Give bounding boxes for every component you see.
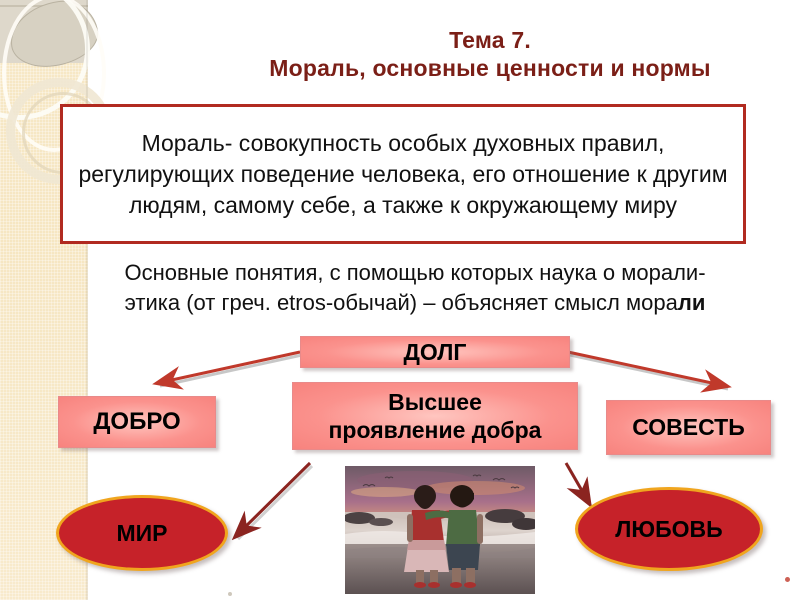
corner-accent-dot xyxy=(785,577,790,582)
definition-text: Мораль- совокупность особых духовных пра… xyxy=(78,129,728,218)
concept-box-center-line-2: проявление добра xyxy=(328,417,542,443)
concept-box-dolg-label: ДОЛГ xyxy=(403,338,467,365)
concept-ellipse-mir[interactable]: МИР xyxy=(56,495,228,571)
slide-title-line-1: Тема 7. xyxy=(449,27,531,53)
concept-box-highest-manifestation[interactable]: Высшее проявление добра xyxy=(292,382,578,450)
corner-accent-dot-secondary xyxy=(228,592,232,596)
intro-line-1: Основные понятия, с помощью которых наук… xyxy=(124,260,706,285)
intro-line-2: этика (от греч. etros-обычай) – объясняе… xyxy=(124,290,678,315)
slide-title: Тема 7. Мораль, основные ценности и норм… xyxy=(200,26,780,82)
concept-ellipse-mir-label: МИР xyxy=(116,519,168,546)
concept-box-dolg[interactable]: ДОЛГ xyxy=(300,336,570,368)
concept-box-sovest-label: СОВЕСТЬ xyxy=(632,414,745,440)
band-top-rule xyxy=(0,5,88,7)
arrow-center-to-lubov xyxy=(564,462,592,509)
concept-box-center-line-1: Высшее xyxy=(388,389,482,415)
intro-line-2-bold-tail: ли xyxy=(677,290,706,315)
concept-box-dobro-label: ДОБРО xyxy=(93,408,181,435)
concept-ellipse-lubov-label: ЛЮБОВЬ xyxy=(615,515,723,542)
intro-paragraph: Основные понятия, с помощью которых наук… xyxy=(50,258,780,318)
band-top-shade xyxy=(0,0,88,63)
arrow-dolg-to-dobro xyxy=(152,350,301,390)
concept-ellipse-lubov[interactable]: ЛЮБОВЬ xyxy=(575,487,763,571)
arrow-dolg-to-sovest xyxy=(567,350,732,393)
photo-two-children-on-beach xyxy=(345,466,535,594)
concept-box-dobro[interactable]: ДОБРО xyxy=(58,396,216,448)
definition-box: Мораль- совокупность особых духовных пра… xyxy=(60,104,746,244)
concept-box-center-label: Высшее проявление добра xyxy=(329,388,542,444)
arrow-center-to-mir xyxy=(231,461,312,541)
slide-title-line-2: Мораль, основные ценности и нормы xyxy=(269,55,711,81)
band-edge-shadow xyxy=(86,0,88,600)
decorative-left-band xyxy=(0,0,112,600)
concept-box-sovest[interactable]: СОВЕСТЬ xyxy=(606,400,771,455)
